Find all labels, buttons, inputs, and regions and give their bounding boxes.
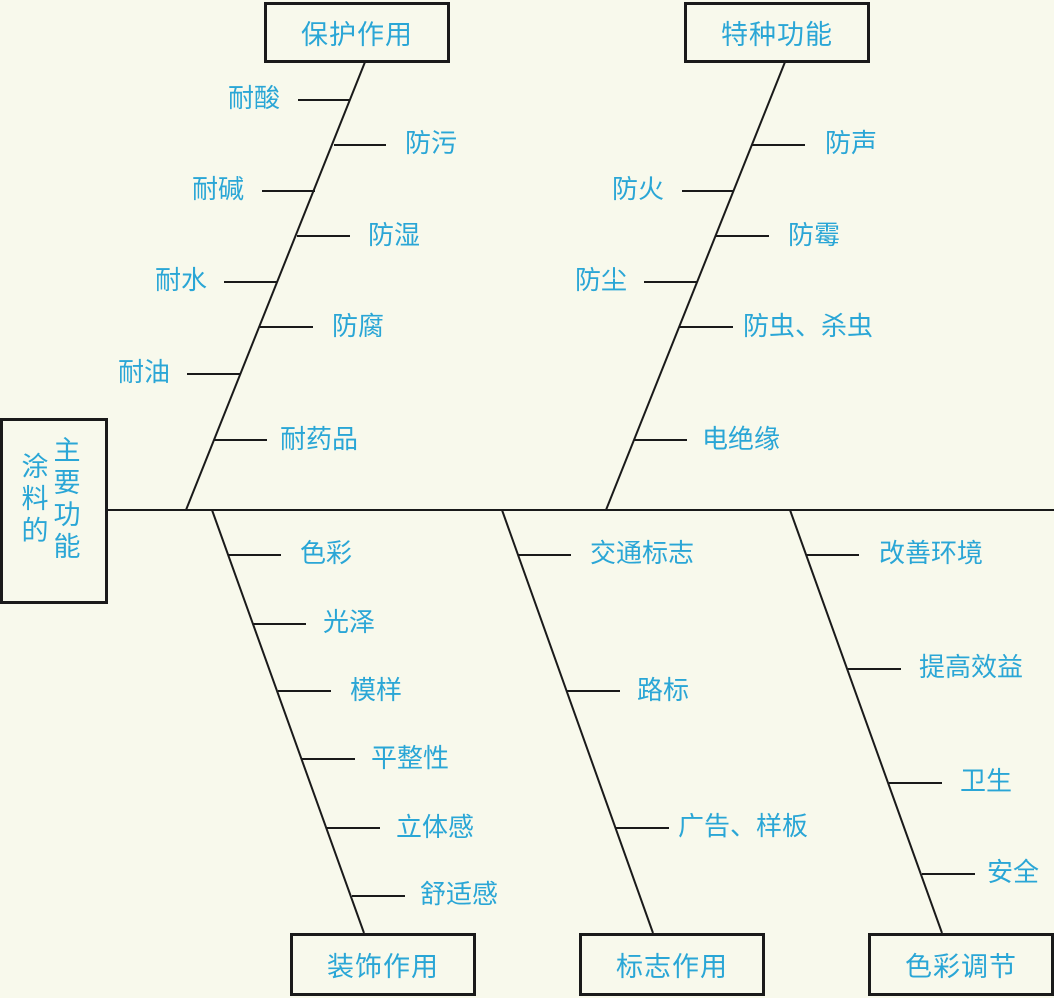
center-char: 主 (53, 436, 81, 467)
branch-label: 光泽 (323, 608, 376, 638)
branch-label: 安全 (987, 858, 1040, 888)
category-marking: 标志作用 (579, 933, 765, 996)
center-char: 涂 (21, 452, 49, 483)
branch-label: 耐药品 (280, 425, 359, 455)
bone-protection (185, 61, 366, 511)
center-char: 功 (53, 500, 81, 531)
branch-label: 平整性 (371, 744, 450, 774)
center-char: 能 (53, 532, 81, 563)
bone-special (605, 61, 786, 511)
center-column-2: 主 要 功 能 (52, 436, 82, 564)
center-box (0, 418, 108, 604)
branch-label: 舒适感 (420, 880, 499, 910)
category-special: 特种功能 (684, 2, 870, 63)
bone-color (789, 509, 943, 934)
branch-label: 路标 (637, 676, 690, 706)
branch-label: 防湿 (368, 221, 421, 251)
branch-label: 交通标志 (590, 539, 695, 569)
category-decoration: 装饰作用 (290, 933, 476, 996)
branch-label: 防火 (611, 175, 664, 205)
bone-marking (501, 509, 654, 934)
branch-label: 电绝缘 (702, 425, 781, 455)
branch-label: 耐水 (154, 266, 207, 296)
branch-label: 耐油 (117, 358, 170, 388)
category-color: 色彩调节 (868, 933, 1054, 996)
branch-label: 防尘 (574, 266, 627, 296)
branch-label: 耐碱 (191, 175, 244, 205)
center-char: 的 (21, 516, 49, 547)
bone-decoration (211, 509, 365, 934)
center-char: 料 (21, 484, 49, 515)
branch-label: 立体感 (396, 813, 475, 843)
branch-label: 卫生 (960, 767, 1013, 797)
branch-label: 色彩 (300, 539, 353, 569)
branch-label: 防污 (405, 129, 458, 159)
category-protection: 保护作用 (264, 2, 450, 63)
branch-label: 耐酸 (227, 84, 280, 114)
center-char: 要 (53, 468, 81, 499)
branch-label: 提高效益 (919, 653, 1024, 683)
branch-label: 防腐 (332, 312, 385, 342)
center-column-1: 涂 料 的 (20, 452, 50, 548)
branch-label: 防霉 (788, 221, 841, 251)
branch-label: 防虫、杀虫 (743, 312, 874, 342)
branch-label: 改善环境 (879, 539, 984, 569)
branch-label: 防声 (825, 129, 878, 159)
branch-label: 模样 (350, 676, 403, 706)
branch-label: 广告、样板 (678, 812, 809, 842)
